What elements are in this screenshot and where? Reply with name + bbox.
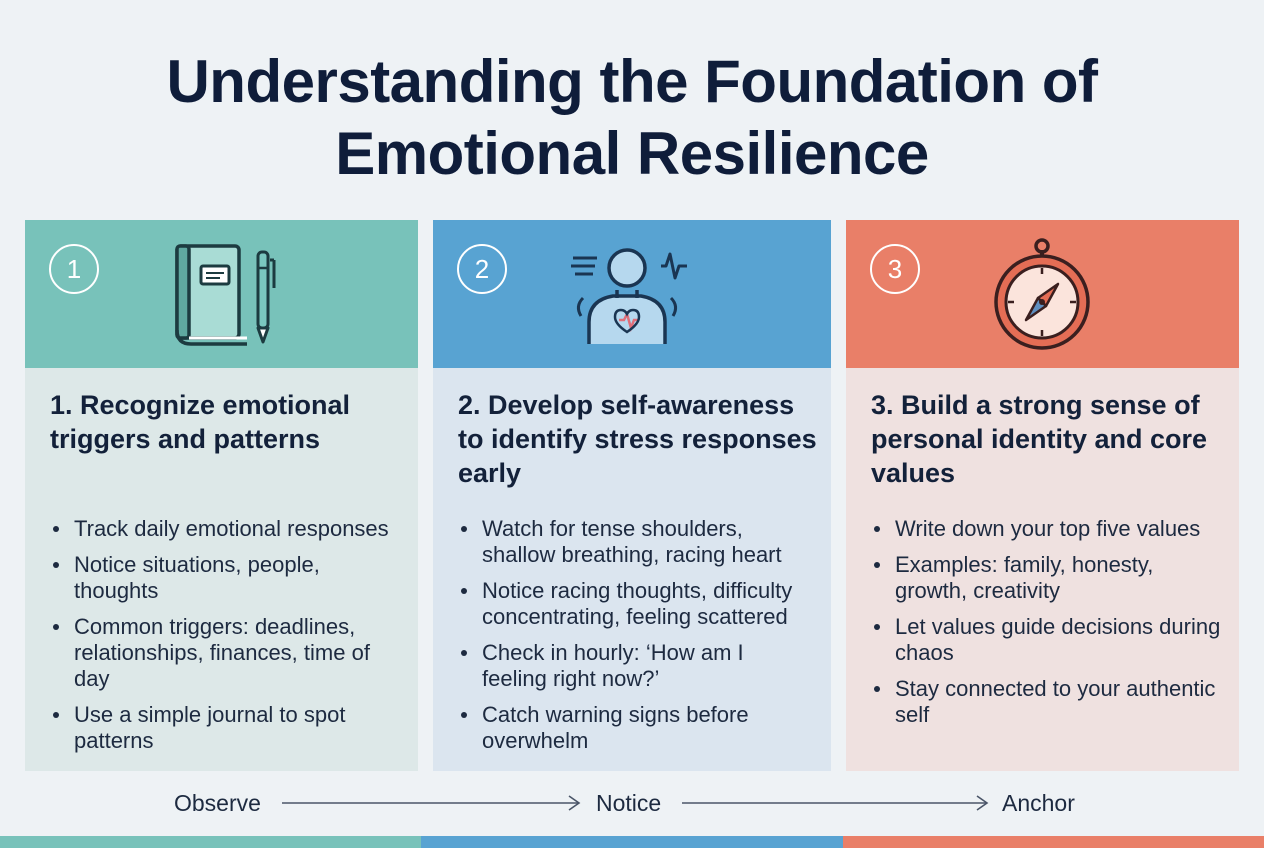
card-1-header: 1 <box>25 220 418 368</box>
bottom-bar-segment-teal <box>0 836 421 848</box>
step-number-badge: 1 <box>49 244 99 294</box>
person-heartbeat-icon <box>571 248 687 344</box>
list-item: Notice situations, people, thoughts <box>49 552 405 604</box>
bottom-bar-segment-coral <box>843 836 1264 848</box>
card-1-bullet-list: Track daily emotional responses Notice s… <box>49 516 405 764</box>
list-item: Track daily emotional responses <box>49 516 405 542</box>
list-item: Common triggers: deadlines, relationship… <box>49 614 405 692</box>
card-2-bullet-list: Watch for tense shoulders, shallow breat… <box>457 516 813 764</box>
list-item: Use a simple journal to spot patterns <box>49 702 405 754</box>
list-item: Let values guide decisions during chaos <box>870 614 1226 666</box>
list-item: Stay connected to your authentic self <box>870 676 1226 728</box>
page-title: Understanding the Foundation of Emotiona… <box>0 46 1264 190</box>
card-self-awareness: 2 2. Develop self-awareness to identify … <box>433 220 831 771</box>
list-item: Watch for tense shoulders, shallow breat… <box>457 516 813 568</box>
step-number-badge: 2 <box>457 244 507 294</box>
step-number-badge: 3 <box>870 244 920 294</box>
list-item: Check in hourly: ‘How am I feeling right… <box>457 640 813 692</box>
list-item: Examples: family, honesty, growth, creat… <box>870 552 1226 604</box>
card-3-heading: 3. Build a strong sense of personal iden… <box>871 390 1208 488</box>
card-1-heading: 1. Recognize emotional triggers and patt… <box>50 390 351 454</box>
arrow-right-icon <box>682 795 989 811</box>
card-2-header: 2 <box>433 220 831 368</box>
card-3-bullet-list: Write down your top five values Examples… <box>870 516 1226 738</box>
list-item: Notice racing thoughts, difficulty conce… <box>457 578 813 630</box>
card-2-heading: 2. Develop self-awareness to identify st… <box>458 390 817 488</box>
card-3-body: 3. Build a strong sense of personal iden… <box>846 368 1239 771</box>
flow-step-observe: Observe <box>174 790 261 816</box>
title-line-2: Emotional Resilience <box>335 120 929 187</box>
card-personal-identity: 3 3. Build a strong sense of personal id… <box>846 220 1239 771</box>
compass-icon <box>994 238 1090 350</box>
card-3-header: 3 <box>846 220 1239 368</box>
flow-step-notice: Notice <box>596 790 662 816</box>
card-1-body: 1. Recognize emotional triggers and patt… <box>25 368 418 771</box>
bottom-bar-segment-blue <box>421 836 843 848</box>
card-2-body: 2. Develop self-awareness to identify st… <box>433 368 831 771</box>
list-item: Catch warning signs before overwhelm <box>457 702 813 754</box>
card-recognize-triggers: 1 1. Recognize emotional triggers and pa… <box>25 220 418 771</box>
arrow-right-icon <box>282 795 581 811</box>
title-line-1: Understanding the Foundation of <box>166 48 1098 115</box>
list-item: Write down your top five values <box>870 516 1226 542</box>
flow-step-anchor: Anchor <box>1002 790 1075 816</box>
journal-and-pen-icon <box>175 244 276 346</box>
